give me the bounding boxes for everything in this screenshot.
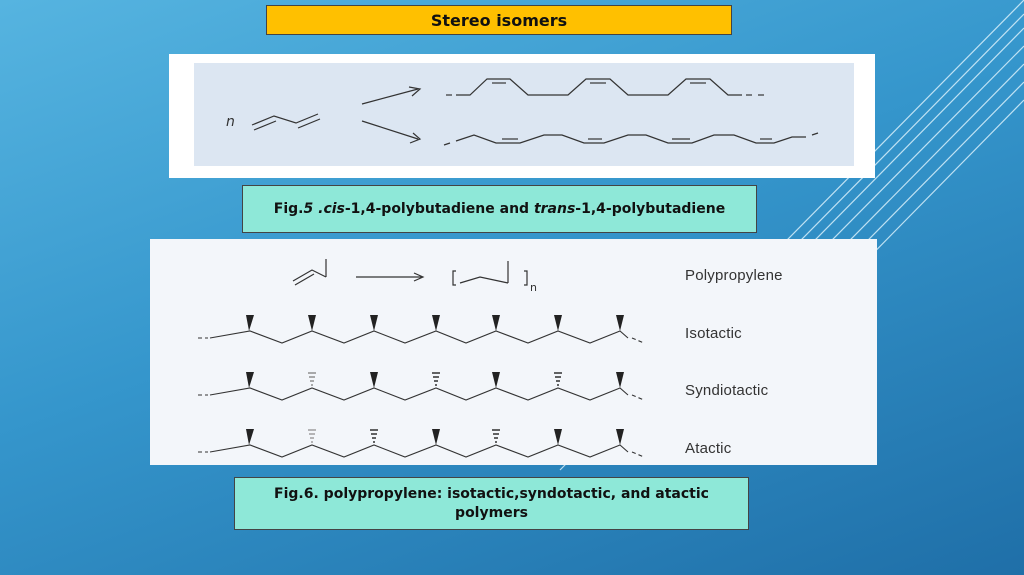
slide-title: Stereo isomers [266, 5, 732, 35]
repeat-unit-n-label: n [530, 281, 537, 294]
polybutadiene-structures: n [226, 78, 819, 146]
caption-text-2: -1,4-polybutadiene [575, 201, 726, 217]
caption-fig: Fig. [273, 201, 304, 217]
figure-polybutadiene: n [169, 54, 875, 178]
label-syndiotactic: Syndiotactic [685, 382, 769, 399]
caption-cis: cis [323, 201, 345, 217]
figure-polybutadiene-panel: n [194, 63, 854, 166]
caption-trans: trans [533, 201, 576, 217]
polypropylene-structures: n [198, 259, 645, 458]
figure-polypropylene: n [150, 239, 877, 465]
label-isotactic: Isotactic [685, 325, 742, 342]
figure-5-caption: Fig.5 .cis-1,4-polybutadiene and trans-1… [242, 185, 757, 233]
caption-number: 5 . [303, 201, 324, 217]
caption-text-1: -1,4-polybutadiene and [344, 201, 534, 217]
label-polypropylene: Polypropylene [685, 267, 783, 284]
n-label: n [226, 114, 235, 130]
figure-6-caption: Fig.6. polypropylene: isotactic,syndotac… [234, 477, 749, 530]
label-atactic: Atactic [685, 440, 732, 457]
